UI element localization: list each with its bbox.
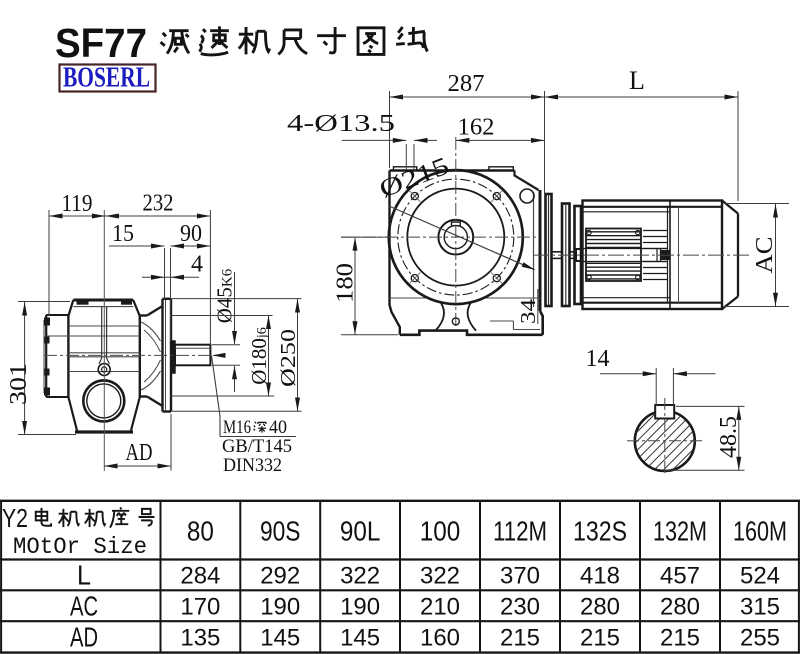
svg-text:40: 40 <box>269 417 287 438</box>
svg-text:Ø250: Ø250 <box>276 329 300 387</box>
svg-text:255: 255 <box>740 624 780 651</box>
svg-text:418: 418 <box>580 563 620 590</box>
svg-text:132M: 132M <box>653 516 707 547</box>
svg-text:90L: 90L <box>340 516 381 547</box>
svg-text:145: 145 <box>340 624 380 651</box>
svg-text:145: 145 <box>260 624 300 651</box>
svg-text:370: 370 <box>500 563 540 590</box>
svg-text:AD: AD <box>70 621 98 652</box>
svg-text:80: 80 <box>187 516 214 547</box>
svg-text:90S: 90S <box>260 516 301 547</box>
svg-text:MOtOr Size: MOtOr Size <box>13 534 147 560</box>
svg-text:524: 524 <box>740 563 780 590</box>
svg-text:162: 162 <box>458 115 495 141</box>
svg-text:322: 322 <box>420 563 460 590</box>
svg-text:457: 457 <box>660 563 700 590</box>
svg-text:280: 280 <box>660 593 700 620</box>
svg-text:301: 301 <box>6 363 32 405</box>
svg-text:112M: 112M <box>493 516 547 547</box>
svg-text:GB/T145: GB/T145 <box>222 436 292 457</box>
svg-text:230: 230 <box>500 593 540 620</box>
svg-text:SF77: SF77 <box>55 20 147 66</box>
svg-text:AD: AD <box>126 440 153 466</box>
svg-text:90: 90 <box>180 221 202 247</box>
svg-text:BOSERL: BOSERL <box>63 63 150 94</box>
svg-text:Y2: Y2 <box>2 503 28 533</box>
svg-text:132S: 132S <box>573 516 627 547</box>
svg-text:DIN332: DIN332 <box>223 455 282 476</box>
svg-text:4-Ø13.5: 4-Ø13.5 <box>287 111 395 137</box>
svg-text:280: 280 <box>580 593 620 620</box>
svg-text:232: 232 <box>143 191 174 217</box>
svg-text:215: 215 <box>500 624 540 651</box>
svg-text:34: 34 <box>516 298 540 324</box>
svg-text:L: L <box>77 560 91 591</box>
svg-text:L: L <box>629 66 645 95</box>
svg-text:190: 190 <box>260 593 300 620</box>
svg-text:315: 315 <box>740 593 780 620</box>
svg-text:4: 4 <box>191 252 203 278</box>
svg-text:322: 322 <box>340 563 380 590</box>
svg-text:Ø180j6: Ø180j6 <box>247 327 271 385</box>
svg-text:15: 15 <box>112 221 134 247</box>
svg-text:160: 160 <box>420 624 460 651</box>
svg-text:180: 180 <box>333 263 359 303</box>
svg-text:170: 170 <box>180 593 220 620</box>
svg-text:14: 14 <box>586 346 610 372</box>
svg-text:M16: M16 <box>223 417 251 438</box>
svg-text:215: 215 <box>580 624 620 651</box>
svg-text:AC: AC <box>752 237 778 274</box>
svg-text:160M: 160M <box>733 516 787 547</box>
svg-text:48.5: 48.5 <box>716 416 742 458</box>
svg-text:287: 287 <box>448 71 485 97</box>
svg-text:100: 100 <box>420 516 461 547</box>
svg-text:210: 210 <box>420 593 460 620</box>
svg-text:215: 215 <box>660 624 700 651</box>
svg-text:135: 135 <box>180 624 220 651</box>
svg-text:119: 119 <box>62 191 93 217</box>
svg-text:284: 284 <box>180 563 220 590</box>
svg-text:AC: AC <box>70 590 98 621</box>
svg-text:190: 190 <box>340 593 380 620</box>
svg-text:292: 292 <box>260 563 300 590</box>
